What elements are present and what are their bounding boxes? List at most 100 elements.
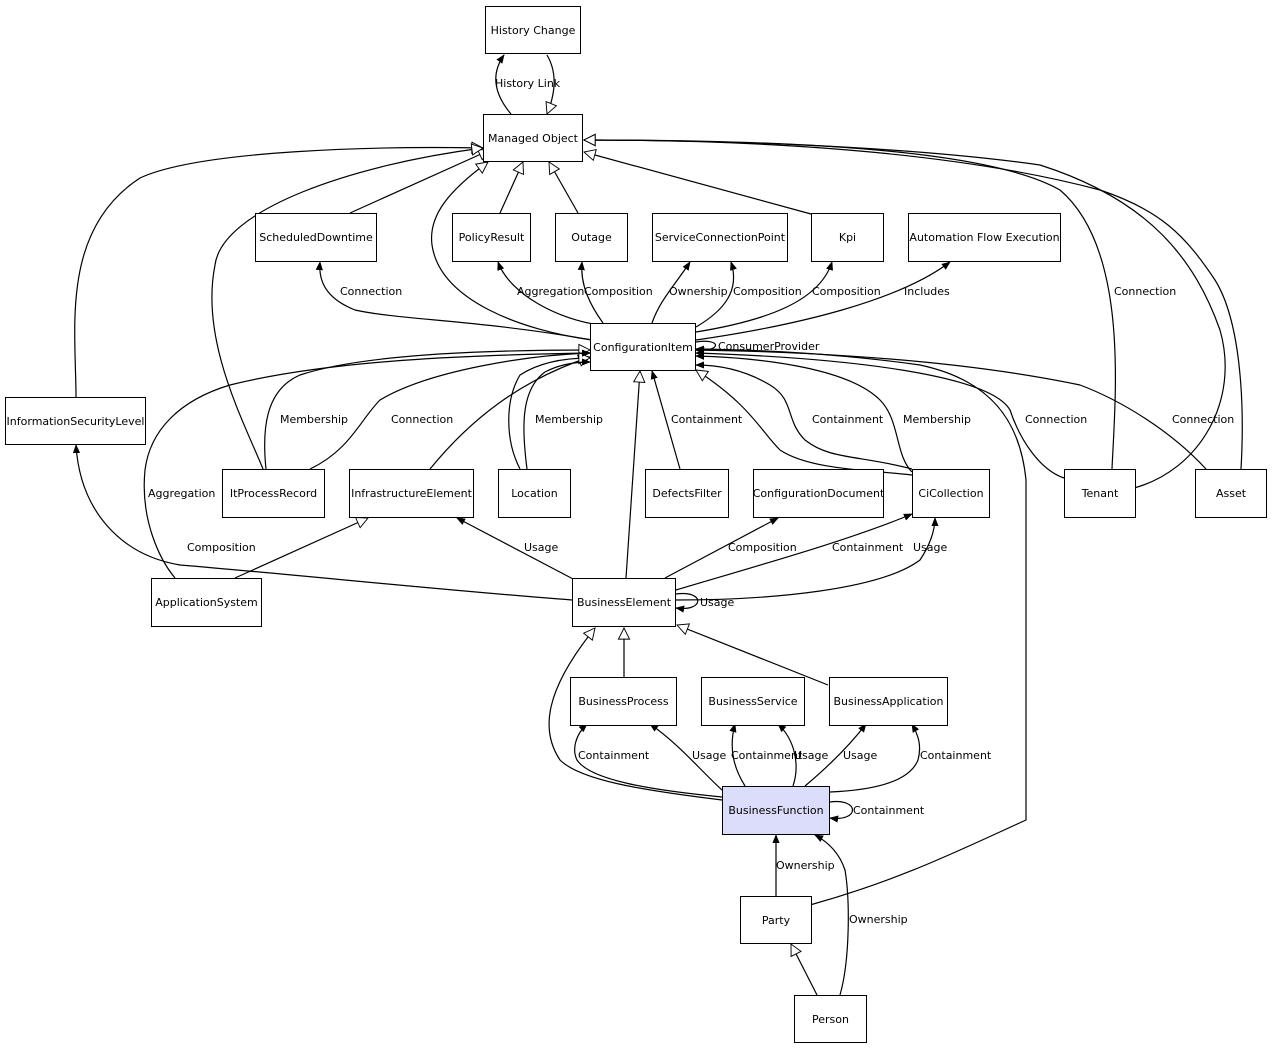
edge-cc-ci-containment2 — [695, 361, 913, 470]
edge-bf-bp-containment — [574, 723, 723, 798]
edge-as-ci — [143, 349, 591, 579]
label-asset-connection: Connection — [1172, 413, 1234, 426]
label-tenant-connection: Connection — [1025, 413, 1087, 426]
edge-party-ci — [695, 345, 1027, 906]
edge-ci-scp-ownership — [651, 261, 691, 324]
edge-cc-ci-membership — [695, 352, 913, 473]
label-bf-usage-bs: Usage — [794, 749, 829, 762]
label-location-membership: Membership — [535, 413, 603, 426]
node-asset[interactable]: Asset — [1195, 469, 1267, 518]
edge-bf-be — [548, 628, 723, 801]
label-person-ownership: Ownership — [849, 913, 908, 926]
label-bf-usage-bp: Usage — [692, 749, 727, 762]
edge-isl-to-mo — [74, 148, 483, 398]
label-df-containment: Containment — [671, 413, 743, 426]
label-be-usage-ie: Usage — [524, 541, 559, 554]
node-business-application[interactable]: BusinessApplication — [829, 677, 948, 726]
label-be-composition-isl: Composition — [187, 541, 256, 554]
label-scp-composition: Composition — [733, 285, 802, 298]
edge-person-party — [790, 944, 818, 996]
label-be-usage-cc: Usage — [913, 541, 948, 554]
node-tenant[interactable]: Tenant — [1064, 469, 1136, 518]
label-sd-connection: Connection — [340, 285, 402, 298]
node-information-security-level[interactable]: InformationSecurityLevel — [5, 397, 146, 445]
edge-ci-kpi-composition — [695, 261, 833, 333]
node-business-process[interactable]: BusinessProcess — [570, 677, 677, 726]
node-location[interactable]: Location — [498, 469, 571, 518]
label-cc-membership: Membership — [903, 413, 971, 426]
edge-ba-be — [677, 625, 829, 686]
label-as-aggregation: Aggregation — [148, 487, 215, 500]
edge-bf-bs-containment — [729, 723, 746, 787]
edge-history-link-up — [495, 54, 512, 115]
node-infrastructure-element[interactable]: InfrastructureElement — [349, 469, 474, 518]
node-kpi[interactable]: Kpi — [811, 213, 884, 262]
label-party-ownership: Ownership — [776, 859, 835, 872]
node-party[interactable]: Party — [740, 896, 812, 944]
node-policy-result[interactable]: PolicyResult — [452, 213, 531, 262]
label-ipr-membership: Membership — [280, 413, 348, 426]
node-person[interactable]: Person — [794, 995, 867, 1043]
edge-kpi-to-mo — [584, 152, 812, 215]
label-consumer-provider: ConsumerProvider — [718, 340, 820, 353]
label-be-composition-cd: Composition — [728, 541, 797, 554]
node-automation-flow-execution[interactable]: Automation Flow Execution — [908, 213, 1061, 262]
edge-loc-ci-b — [523, 358, 591, 470]
node-ci-collection[interactable]: CiCollection — [912, 469, 990, 518]
edge-ci-to-mo — [430, 162, 593, 341]
label-be-usage-self: Usage — [700, 596, 735, 609]
edge-person-bf-ownership — [814, 834, 849, 996]
edge-asset-ci-connection — [695, 346, 1207, 470]
edge-asset-to-mo — [584, 140, 1243, 470]
node-business-service[interactable]: BusinessService — [701, 677, 805, 726]
node-outage[interactable]: Outage — [555, 213, 628, 262]
label-history-link: History Link — [495, 77, 561, 90]
label-bf-containment-self: Containment — [853, 804, 925, 817]
node-business-element[interactable]: BusinessElement — [572, 578, 676, 627]
label-be-containment-cc: Containment — [832, 541, 904, 554]
edge-bf-bs-usage — [777, 723, 797, 787]
edge-be-self-usage — [675, 592, 699, 613]
edge-tenant-to-mo-b — [584, 140, 1226, 489]
edge-bf-ba-usage — [804, 723, 867, 787]
label-outage-composition: Composition — [584, 285, 653, 298]
edge-ci-afe-includes — [695, 261, 951, 341]
label-pr-aggregation: Aggregation — [517, 285, 584, 298]
label-kpi-composition: Composition — [812, 285, 881, 298]
edge-history-link-down — [547, 54, 554, 114]
node-application-system[interactable]: ApplicationSystem — [151, 578, 262, 627]
edge-be-cd-composition — [664, 517, 779, 579]
node-it-process-record[interactable]: ItProcessRecord — [222, 469, 325, 518]
node-configuration-item[interactable]: ConfigurationItem — [590, 323, 696, 371]
label-afe-includes: Includes — [904, 285, 950, 298]
node-configuration-document[interactable]: ConfigurationDocument — [753, 469, 884, 518]
node-business-function[interactable]: BusinessFunction — [722, 786, 830, 835]
edge-pr-to-mo — [499, 162, 523, 214]
label-bf-containment-bp: Containment — [578, 749, 650, 762]
label-tenant-connection-top: Connection — [1114, 285, 1176, 298]
edge-be-cc-usage — [675, 517, 939, 601]
edge-loc-ci-a — [508, 358, 590, 470]
edge-ci-sd-connection — [315, 261, 593, 341]
edge-ipr-to-mo — [211, 148, 483, 470]
node-scheduled-downtime[interactable]: ScheduledDowntime — [255, 213, 377, 262]
node-defects-filter[interactable]: DefectsFilter — [645, 469, 729, 518]
label-cc-containment: Containment — [812, 413, 884, 426]
node-service-connection-point[interactable]: ServiceConnectionPoint — [652, 213, 788, 262]
edge-be-isl-composition — [72, 444, 573, 601]
node-managed-object[interactable]: Managed Object — [483, 114, 583, 162]
edge-ci-outage-composition — [577, 261, 604, 324]
edge-outage-to-mo — [548, 162, 579, 214]
edge-as-ie — [234, 518, 368, 579]
edge-tenant-ci-connection — [695, 349, 1065, 479]
edge-ci-scp-composition — [695, 261, 737, 328]
node-history-change[interactable]: History Change — [485, 6, 581, 54]
edge-be-ie-usage — [456, 517, 576, 581]
edge-ipr-ci-connection — [309, 349, 591, 470]
edge-be-ci — [625, 371, 640, 579]
label-ipr-connection: Connection — [391, 413, 453, 426]
label-scp-ownership: Ownership — [669, 285, 728, 298]
edge-be-cc-containment — [675, 513, 913, 591]
